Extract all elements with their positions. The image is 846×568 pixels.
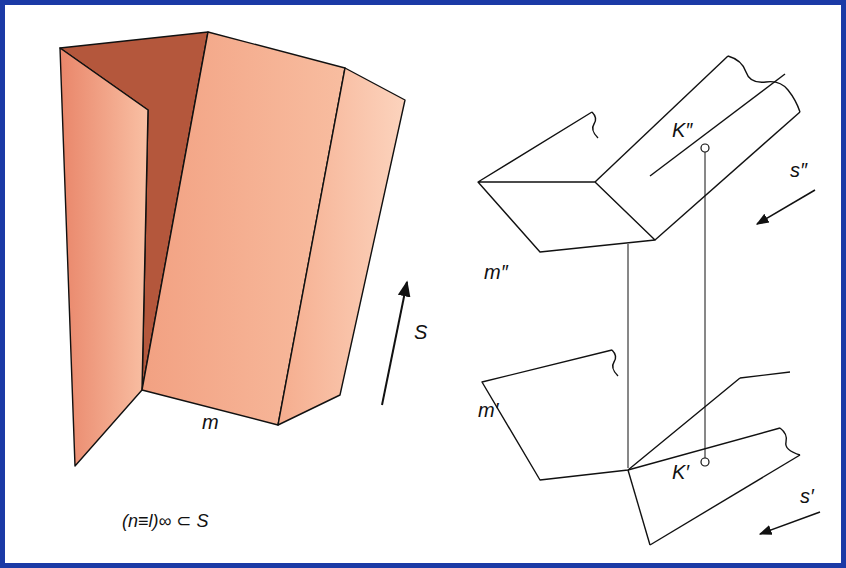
curve-label: m′	[478, 400, 498, 420]
direction-label: s′	[800, 486, 814, 506]
formula-label: (n≡l)∞ ⊂ S	[122, 512, 208, 530]
direction-label: s″	[790, 160, 807, 180]
curve-label: m″	[484, 262, 508, 282]
point-label: K′	[672, 462, 689, 482]
direction-label: S	[414, 322, 427, 342]
edge-label: m	[202, 412, 219, 432]
point-label: K″	[672, 120, 692, 140]
